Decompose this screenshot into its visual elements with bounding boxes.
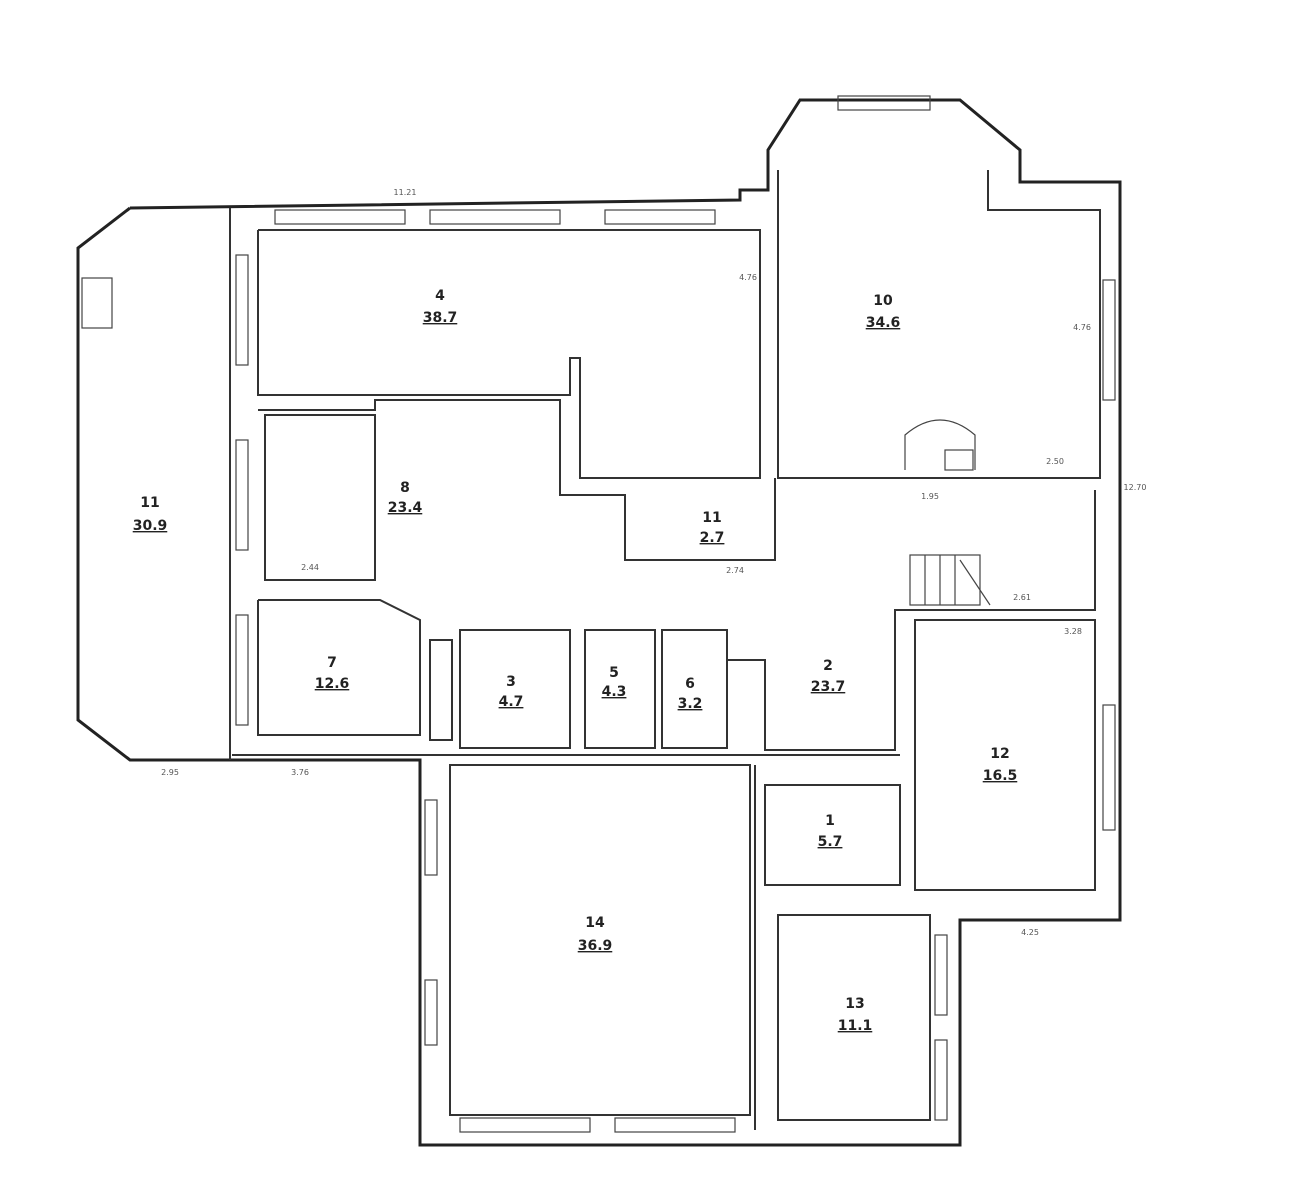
room-area: 30.9 bbox=[133, 518, 168, 534]
room-number: 13 bbox=[845, 996, 864, 1012]
windows bbox=[81, 95, 1116, 1133]
interior-walls bbox=[229, 170, 1101, 1130]
room-number: 5 bbox=[609, 665, 619, 681]
room-area: 38.7 bbox=[423, 310, 458, 326]
room-number: 6 bbox=[685, 676, 695, 692]
staircase bbox=[909, 554, 991, 606]
dimension: 4.76 bbox=[1073, 323, 1091, 332]
dimension: 11.21 bbox=[394, 188, 417, 197]
dimension-labels: 11.21 4.76 4.76 2.44 2.50 12.70 3.76 2.9… bbox=[161, 188, 1146, 937]
room-area: 4.3 bbox=[602, 684, 627, 700]
room-number: 14 bbox=[585, 915, 605, 931]
dimension: 4.76 bbox=[739, 273, 757, 282]
dimension: 3.28 bbox=[1064, 627, 1082, 636]
room-area: 23.7 bbox=[811, 679, 846, 695]
dimension: 2.44 bbox=[301, 563, 319, 572]
room-number: 4 bbox=[435, 288, 445, 304]
room-number: 3 bbox=[506, 674, 516, 690]
dimension: 2.61 bbox=[1013, 593, 1031, 602]
room-area: 23.4 bbox=[388, 500, 423, 516]
room-number: 11 bbox=[140, 495, 159, 511]
room-area: 34.6 bbox=[866, 315, 901, 331]
room-number: 8 bbox=[400, 480, 410, 496]
room-area: 16.5 bbox=[983, 768, 1018, 784]
room-area: 5.7 bbox=[818, 834, 843, 850]
room-area: 11.1 bbox=[838, 1018, 873, 1034]
outer-walls bbox=[76, 98, 1122, 1147]
room-area: 36.9 bbox=[578, 938, 613, 954]
fireplace bbox=[904, 419, 976, 471]
room-area: 3.2 bbox=[678, 696, 703, 712]
room-number: 1 bbox=[825, 813, 835, 829]
room-area: 2.7 bbox=[700, 530, 725, 546]
room-area: 12.6 bbox=[315, 676, 350, 692]
dimension: 2.74 bbox=[726, 566, 744, 575]
room-number: 2 bbox=[823, 658, 833, 674]
room-labels: 11 30.9 4 38.7 10 34.6 8 23.4 11 2.7 7 1… bbox=[133, 288, 1018, 1034]
dimension: 12.70 bbox=[1124, 483, 1147, 492]
dimension: 4.25 bbox=[1021, 928, 1039, 937]
room-number: 12 bbox=[990, 746, 1009, 762]
room-number: 7 bbox=[327, 655, 337, 671]
room-area: 4.7 bbox=[499, 694, 524, 710]
dimension: 1.95 bbox=[921, 492, 939, 501]
room-number: 11 bbox=[702, 510, 721, 526]
dimension: 2.95 bbox=[161, 768, 179, 777]
dimension: 3.76 bbox=[291, 768, 309, 777]
room-number: 10 bbox=[873, 293, 893, 309]
dimension: 2.50 bbox=[1046, 457, 1064, 466]
